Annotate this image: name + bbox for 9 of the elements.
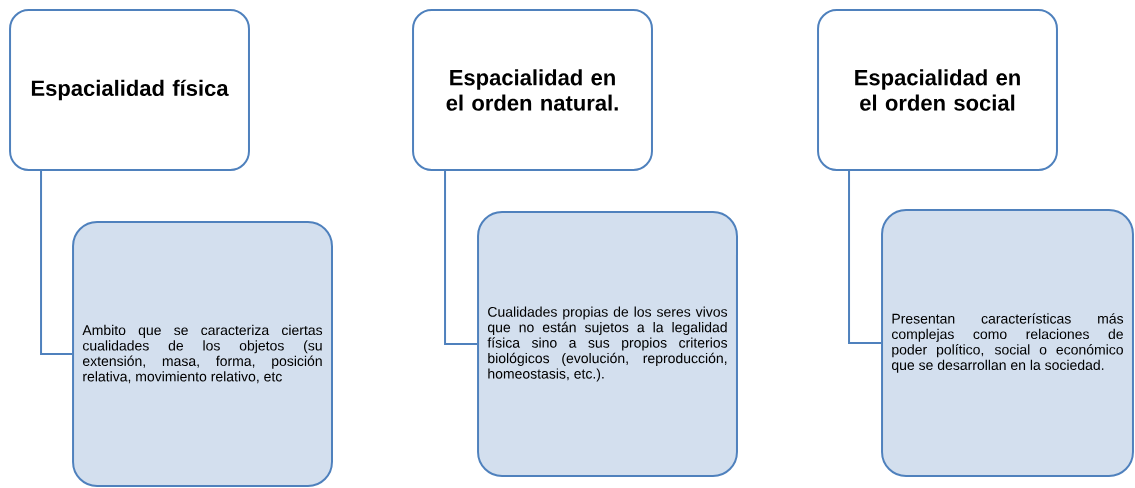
connector-line (40, 170, 74, 355)
connector-line (848, 170, 883, 344)
description-box: Presentan características más complejas como relaciones de poder político, social o económico que se desarrollan en la sociedad. (881, 209, 1134, 477)
heading-box: Espacialidad en el orden natural. (412, 9, 653, 171)
heading-box: Espacialidad física (9, 9, 250, 171)
description-box: Ambito que se caracteriza ciertas cualidades de los objetos (su extensión, masa, forma, posición relativa, movimiento relativo, etc (72, 221, 333, 487)
connector-line (444, 170, 479, 345)
description-box: Cualidades propias de los seres vivos que no están sujetos a la legalidad física sino a sus propios criterios biológicos (evolución, reproducción, homeostasis, etc.). (477, 211, 738, 477)
heading-box: Espacialidad en el orden social (817, 9, 1058, 171)
